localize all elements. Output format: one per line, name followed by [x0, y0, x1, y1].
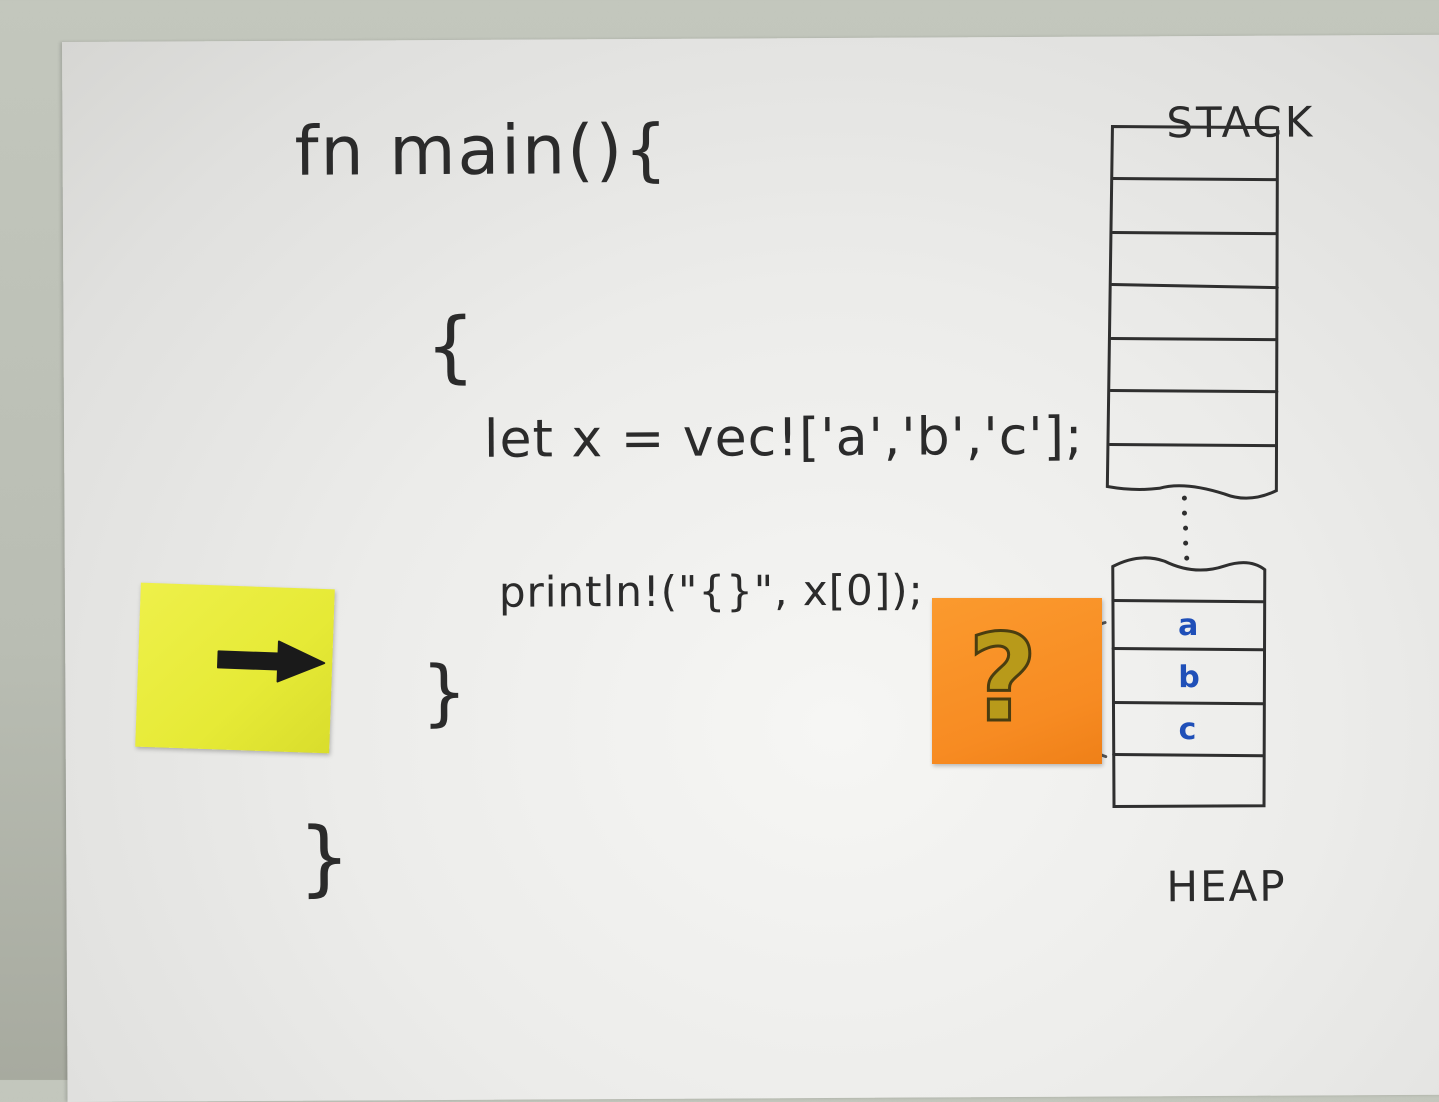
heap-value-c: c [1178, 712, 1197, 748]
heap-cell-divider [1111, 647, 1265, 652]
heap-cell-divider [1112, 753, 1266, 758]
ellipsis-dots [1181, 495, 1190, 561]
heap-outline [1111, 556, 1267, 809]
memory-diagram [1073, 124, 1279, 809]
stack-outline [1105, 124, 1279, 500]
stack-cell-divider [1109, 389, 1279, 394]
stack-cell-divider [1111, 177, 1279, 182]
stack-cell-divider [1110, 283, 1279, 290]
heap-value-a: a [1177, 608, 1199, 644]
right-arrow-icon [217, 640, 326, 683]
whiteboard: fn main(){ { let x = vec!['a','b','c']; … [62, 34, 1439, 1102]
yellow-sticky-note [135, 582, 335, 754]
orange-sticky-note: ? [932, 598, 1102, 764]
stack-cell-divider [1110, 337, 1279, 342]
heap-cell-divider [1111, 599, 1265, 604]
question-mark: ? [967, 609, 1040, 751]
stack-cell-divider [1111, 230, 1279, 236]
stack-cell-divider [1108, 443, 1278, 448]
heap-value-b: b [1178, 660, 1200, 696]
heap-cell-divider [1111, 701, 1265, 706]
